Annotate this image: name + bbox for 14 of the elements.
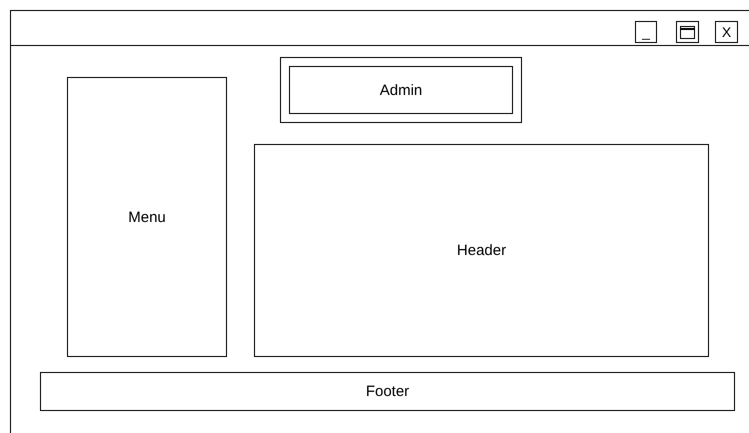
panel-label: Menu [128,208,166,226]
maximize-button [676,21,699,43]
layout-panel [67,77,227,357]
layout-panel [254,144,709,357]
layout-panel [40,372,735,411]
window-button [635,21,657,43]
window-button [715,21,738,43]
window-frame [10,10,749,433]
button-label: X [722,24,732,40]
button-label: _ [642,24,650,40]
panel-label: Admin [380,82,422,98]
panel-label: Header [456,242,506,259]
panel-label: Footer [366,383,410,400]
title-box [281,58,521,122]
